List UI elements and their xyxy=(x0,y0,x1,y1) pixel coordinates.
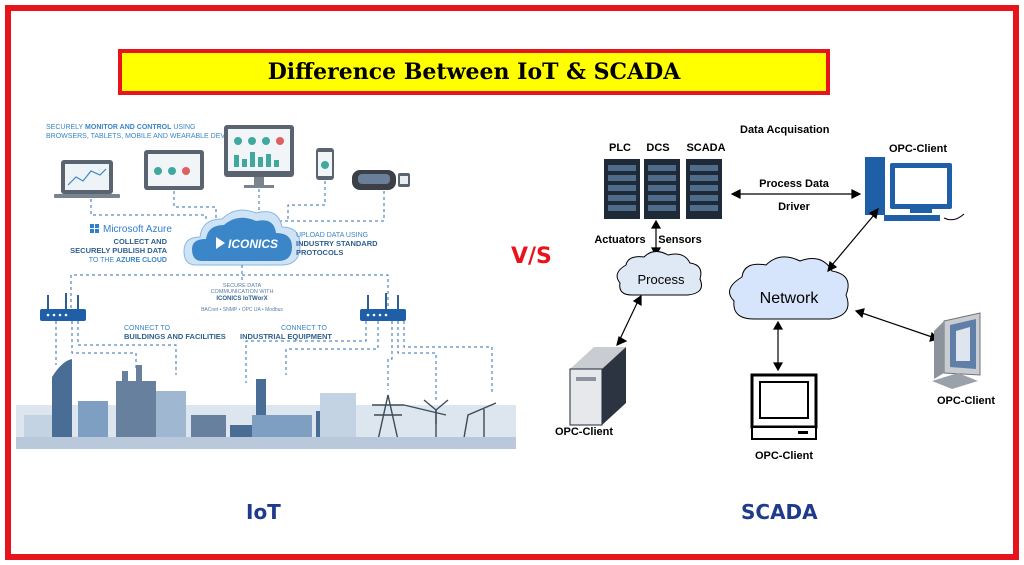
network-opc-right-arrow xyxy=(854,308,940,342)
process-data-arrow xyxy=(730,189,862,199)
server-label-dcs: DCS xyxy=(646,142,669,154)
process-opc-arrow xyxy=(616,294,642,347)
network-label: Network xyxy=(760,290,820,307)
equipment-connectors xyxy=(55,321,493,400)
opc-client-top-right-label: OPC-Client xyxy=(889,143,947,155)
azure-text-line1: COLLECT AND xyxy=(114,237,168,246)
mobile-phone-icon xyxy=(316,148,334,180)
server-label-scada: SCADA xyxy=(686,142,725,154)
monitor-text-line1: SECURELY MONITOR AND CONTROL USING xyxy=(46,124,196,131)
server-rack-plc-icon xyxy=(604,159,640,219)
server-tower-icon xyxy=(569,347,626,426)
versus-label: V/S xyxy=(511,244,552,269)
connect-industrial-line2: INDUSTRIAL EQUIPMENT xyxy=(240,332,332,341)
upload-text-line2: INDUSTRY STANDARD xyxy=(296,239,378,248)
secure-text-line1: SECURE DATA xyxy=(223,283,262,289)
title-banner: Difference Between IoT & SCADA xyxy=(118,49,830,95)
vr-headset-icon xyxy=(352,170,396,190)
scada-diagram: Data Acquisation PLC DCS SCADA Process D… xyxy=(555,124,995,462)
opc-client-right-label: OPC-Client xyxy=(937,395,995,407)
protocols-text: BACnet • SNMP • OPC UA • Modbus xyxy=(201,307,283,313)
windows-logo-icon xyxy=(90,224,99,233)
server-rack-scada-icon xyxy=(686,159,722,219)
driver-label: Driver xyxy=(778,201,811,213)
smartwatch-icon xyxy=(398,173,410,187)
azure-text-line2: SECURELY PUBLISH DATA xyxy=(70,246,167,255)
connect-buildings-line2: BUILDINGS AND FACILITIES xyxy=(124,332,226,341)
process-label: Process xyxy=(638,272,685,287)
outer-frame xyxy=(5,5,1019,560)
secure-text-line2: COMMUNICATION WITH xyxy=(211,289,274,295)
desktop-monitor-icon xyxy=(224,125,294,188)
iot-diagram: SECURELY MONITOR AND CONTROL USING BROWS… xyxy=(16,124,516,450)
data-acquisition-label: Data Acquisation xyxy=(740,124,830,136)
sensors-label: Sensors xyxy=(658,234,701,246)
process-cloud-icon xyxy=(616,251,702,296)
iot-label: IoT xyxy=(246,500,281,524)
upload-text-line1: UPLOAD DATA USING xyxy=(296,232,368,239)
router-bus xyxy=(70,274,389,308)
router-left-icon xyxy=(40,293,86,321)
network-cloud-icon xyxy=(729,256,849,320)
process-data-label: Process Data xyxy=(759,178,830,190)
device-connectors xyxy=(90,181,385,235)
network-opc-top-arrow xyxy=(827,207,879,273)
flat-monitor-icon xyxy=(932,312,981,389)
monitor-text-line2: BROWSERS, TABLETS, MOBILE AND WEARABLE D… xyxy=(46,133,242,140)
desktop-computer-icon xyxy=(865,157,965,221)
server-rack-dcs-icon xyxy=(644,159,680,219)
secure-text-line3: ICONICS IoTWorX xyxy=(216,296,267,302)
laptop-icon xyxy=(54,160,120,198)
iconics-cloud-icon xyxy=(183,209,301,266)
cloud-brand: ICONICS xyxy=(228,237,278,251)
opc-client-left-label: OPC-Client xyxy=(555,426,613,438)
network-opc-center-arrow xyxy=(772,320,784,372)
opc-client-center-label: OPC-Client xyxy=(755,450,813,462)
server-label-plc: PLC xyxy=(609,142,631,154)
city-skyline-illustration xyxy=(16,359,516,450)
scada-label: SCADA xyxy=(741,500,818,524)
azure-text-line3: TO THE AZURE CLOUD xyxy=(89,257,167,264)
page-title: Difference Between IoT & SCADA xyxy=(267,59,681,85)
azure-brand: Microsoft Azure xyxy=(103,224,172,235)
connect-buildings-line1: CONNECT TO xyxy=(124,325,170,332)
upload-text-line3: PROTOCOLS xyxy=(296,248,343,257)
tablet-icon xyxy=(144,150,204,190)
connect-industrial-line1: CONNECT TO xyxy=(281,325,327,332)
actuators-label: Actuators xyxy=(594,234,645,246)
monitor-computer-icon xyxy=(750,373,818,440)
router-right-icon xyxy=(360,293,406,321)
